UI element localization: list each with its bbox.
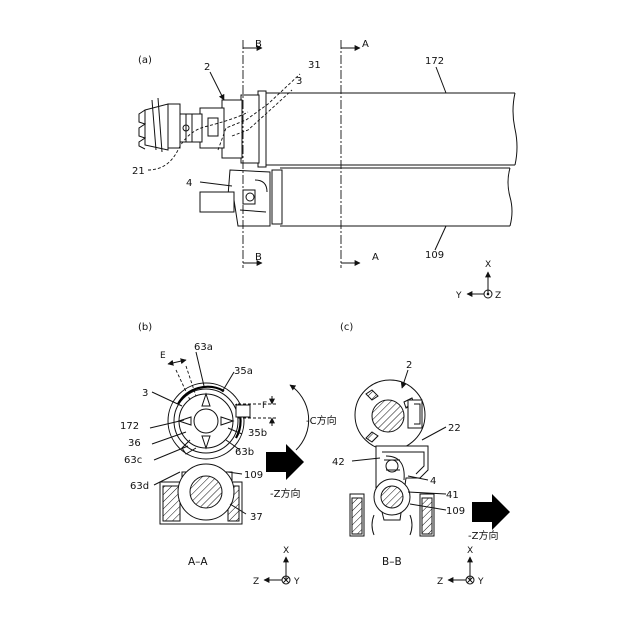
label-direction-c: -Z方向 [468, 529, 498, 542]
label-rotation: -C方向 [306, 414, 337, 427]
label-2-c: 2 [406, 360, 412, 371]
axes-indicator-a: X Y Z [455, 260, 501, 301]
lower-block-b [160, 464, 242, 524]
axis-label-z-c: Z [437, 577, 443, 587]
label-22: 22 [448, 423, 461, 434]
leader-lines-a [148, 67, 446, 250]
axes-indicator-c: X Z Y [437, 546, 484, 587]
axis-label-x-b: X [283, 546, 289, 556]
section-mark-a-top: A [362, 39, 369, 50]
label-109: 109 [244, 470, 263, 481]
roller-172-body [241, 91, 517, 167]
label-63c: 63c [124, 455, 142, 466]
axis-label-y-b: Y [293, 577, 300, 587]
roller-109-c [350, 479, 434, 536]
label-42: 42 [332, 457, 345, 468]
label-63b: 63b [235, 447, 254, 458]
panel-a: (a) [132, 39, 517, 301]
label-part-109: 109 [425, 250, 444, 261]
label-35b: 35b [248, 428, 267, 439]
panel-a-caption: (a) [138, 55, 152, 66]
section-title-bb: B–B [382, 556, 402, 568]
section-title-aa: A–A [188, 556, 208, 568]
label-F: F [262, 401, 267, 411]
label-35a: 35a [234, 366, 253, 377]
label-4-c: 4 [430, 476, 436, 487]
axis-label-z: Z [495, 291, 501, 301]
label-109-c: 109 [446, 506, 465, 517]
axis-label-y: Y [455, 291, 462, 301]
coupling-assembly [139, 98, 242, 158]
axis-label-x: X [485, 260, 491, 270]
label-37: 37 [250, 512, 263, 523]
direction-arrow-b [266, 444, 304, 480]
label-part-21: 21 [132, 166, 145, 177]
label-E: E [160, 351, 166, 361]
section-mark-b-top: B [255, 39, 262, 50]
bracket-4-assembly [200, 170, 270, 226]
panel-b-caption: (b) [138, 322, 152, 333]
label-172: 172 [120, 421, 139, 432]
section-mark-b-bottom: B [255, 252, 262, 263]
axis-label-x-c: X [467, 546, 473, 556]
label-part-2: 2 [204, 62, 210, 73]
label-41: 41 [446, 490, 459, 501]
label-part-172: 172 [425, 56, 444, 67]
label-part-3: 3 [296, 76, 302, 87]
panel-c-caption: (c) [340, 322, 353, 333]
axis-label-z-b: Z [253, 577, 259, 587]
label-part-31: 31 [308, 60, 321, 71]
roller-109-body [272, 168, 512, 226]
label-3: 3 [142, 388, 148, 399]
axes-indicator-b: X Z Y [253, 546, 300, 587]
label-direction-b: -Z方向 [270, 487, 300, 500]
axis-label-y-c: Y [477, 577, 484, 587]
label-part-4: 4 [186, 178, 192, 189]
panel-b: (b) [120, 322, 337, 587]
label-36: 36 [128, 438, 141, 449]
label-63a: 63a [194, 342, 213, 353]
section-mark-a-bottom: A [372, 252, 379, 263]
label-63d: 63d [130, 481, 149, 492]
panel-c: (c) [332, 322, 510, 587]
rotor-2 [355, 380, 425, 450]
direction-arrow-c [472, 494, 510, 530]
